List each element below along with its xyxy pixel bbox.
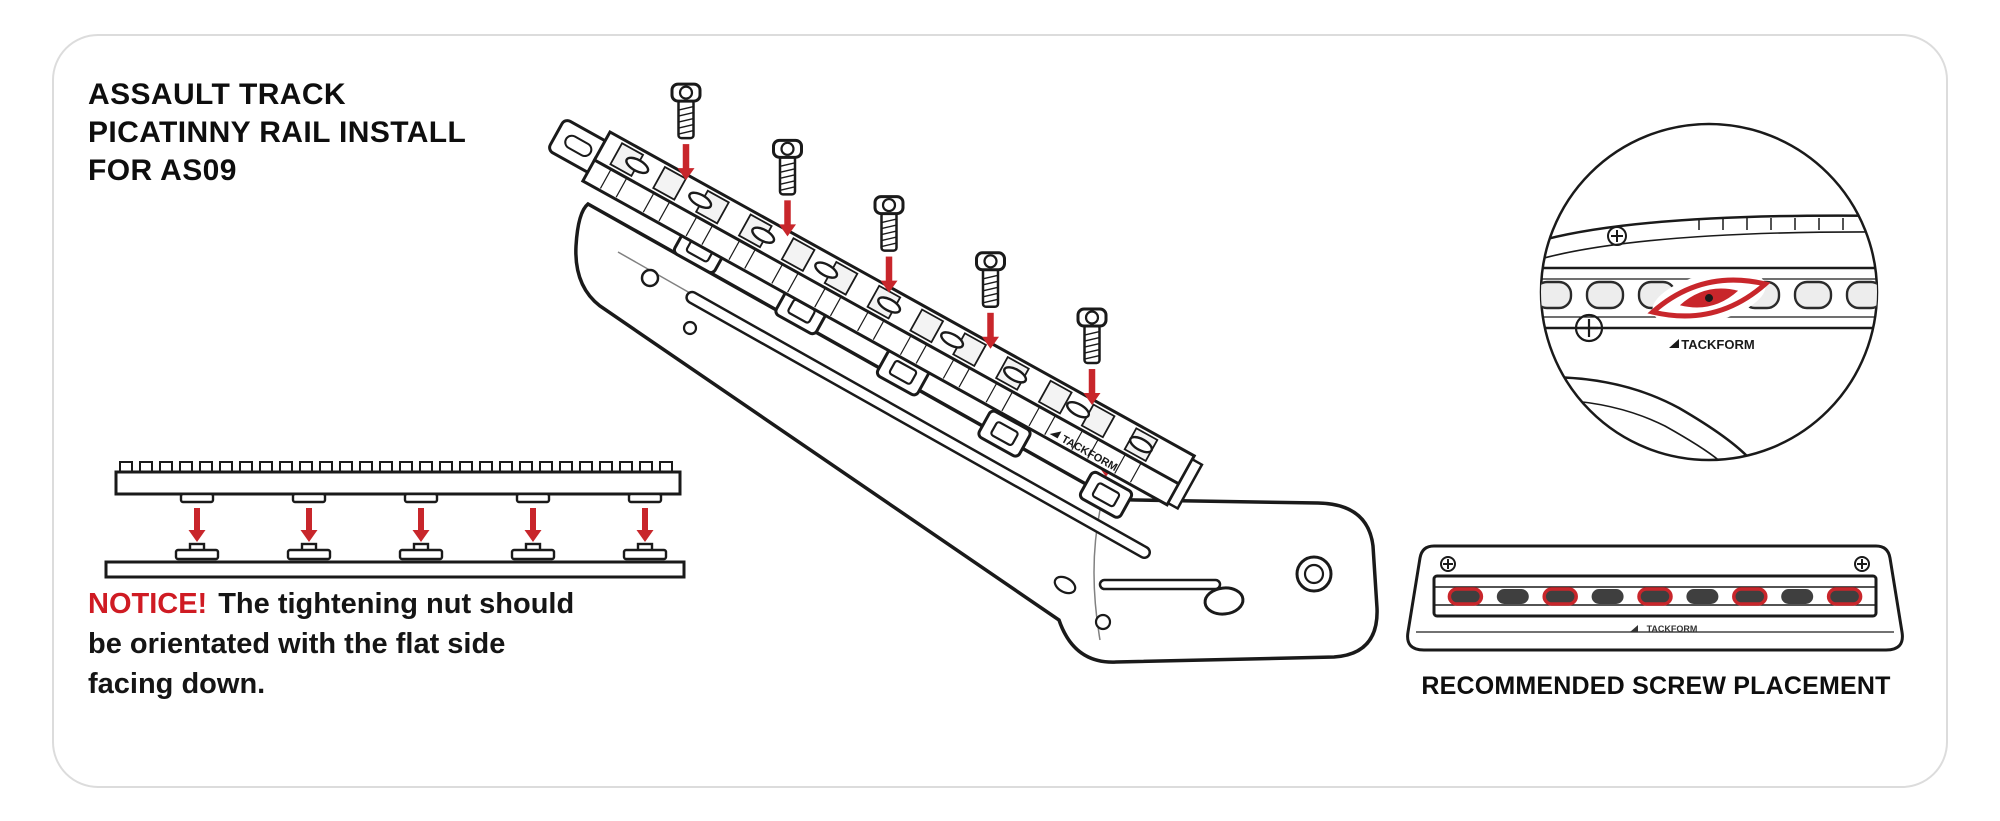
- notice-text: NOTICE! The tightening nut should be orie…: [88, 584, 574, 704]
- plate-groove: [685, 290, 1152, 560]
- side-view-illustration: [104, 461, 686, 579]
- rail-slot: [1591, 589, 1624, 604]
- notice-row-1: NOTICE! The tightening nut should: [88, 584, 574, 624]
- rail-screw-slot: [751, 226, 776, 244]
- rail-group: TACKFORM: [548, 119, 1204, 511]
- rail-screw-slot: [877, 296, 902, 314]
- plate-hole: [682, 320, 698, 336]
- detail-rail-slot: [1793, 280, 1833, 310]
- detail-screw-head: [1574, 313, 1604, 343]
- screw: [975, 251, 1006, 349]
- rail-logo-mark: [1049, 431, 1062, 439]
- exploded-view-illustration: TACKFORM: [548, 82, 1379, 664]
- rail-screw-slot: [1003, 366, 1028, 384]
- rail-screw-slot: [814, 261, 839, 279]
- side-fastener-sets: [174, 492, 668, 561]
- rail-end-cap: [1166, 457, 1204, 511]
- plate-hole: [1053, 575, 1077, 595]
- rail-slots: [625, 156, 1154, 454]
- red-down-arrowhead: [982, 336, 999, 349]
- front-logo-mark: [1630, 625, 1638, 632]
- recommended-slot: [1637, 587, 1673, 606]
- nut-drop-set: [174, 492, 220, 561]
- red-down-arrowhead: [300, 530, 318, 542]
- notice-label: NOTICE!: [88, 588, 208, 620]
- red-down-arrowhead: [1083, 393, 1101, 406]
- rail-screw-slot: [940, 331, 965, 349]
- nut-drop-set: [286, 492, 332, 561]
- red-down-arrowhead: [188, 530, 206, 542]
- detail-top-edge-inner: [1541, 231, 1877, 265]
- detail-rail-slot: [1585, 280, 1625, 310]
- rail-screw-slot: [1066, 400, 1091, 419]
- title-line-2: PICATINNY RAIL INSTALL: [88, 116, 467, 149]
- front-logo-text: TACKFORM: [1647, 624, 1698, 634]
- page-title: ASSAULT TRACK PICATINNY RAIL INSTALL FOR…: [88, 76, 466, 190]
- magnified-detail-view: TACKFORM: [1539, 122, 1879, 462]
- detail-content: TACKFORM: [1541, 214, 1877, 460]
- red-down-arrowhead: [524, 530, 542, 542]
- nut-drop-set: [510, 492, 556, 561]
- screw: [1076, 307, 1108, 406]
- plate-slot-short: [1098, 578, 1222, 591]
- screw: [772, 138, 803, 237]
- rail-screw-slot: [1128, 435, 1154, 454]
- detail-logo: [1647, 270, 1771, 326]
- recommended-slot: [1732, 587, 1768, 606]
- nut-drop-set: [398, 492, 444, 561]
- detail-top-edge: [1541, 214, 1877, 248]
- rail-slot: [1781, 589, 1814, 604]
- detail-logo-mark: [1669, 339, 1679, 348]
- rail-tongue-slot: [564, 134, 593, 158]
- red-down-arrowhead: [880, 280, 898, 293]
- red-down-arrowhead: [779, 224, 796, 237]
- screws-group: [670, 82, 1108, 406]
- front-view-caption: RECOMMENDED SCREW PLACEMENT: [1421, 672, 1891, 700]
- plate-hole: [1094, 613, 1112, 631]
- title-line-1: ASSAULT TRACK: [88, 78, 346, 111]
- front-corner-screw: [1440, 556, 1456, 572]
- detail-rail-slot: [1845, 280, 1877, 310]
- recommended-slot: [1826, 587, 1863, 606]
- rail-slot: [1496, 589, 1529, 604]
- nut-drop-set: [622, 492, 668, 561]
- recommended-slot: [1447, 587, 1484, 606]
- pad-slot: [1203, 586, 1245, 616]
- pad-hole-inner: [1303, 563, 1325, 585]
- bracket-plate-outline: [574, 201, 1379, 664]
- rail-screw-slot: [688, 191, 713, 210]
- rail-screw-slot: [625, 156, 650, 175]
- front-slot-row: [1447, 587, 1863, 606]
- side-rail-body: [114, 470, 682, 496]
- rail-slot: [1686, 589, 1719, 604]
- detail-rail-slot: [1541, 280, 1573, 310]
- title-line-3: FOR AS09: [88, 154, 237, 187]
- detail-screw-head: [1607, 226, 1627, 246]
- notice-body-2: be orientated with the flat side: [88, 628, 506, 660]
- front-corner-screw: [1854, 556, 1870, 572]
- detail-logo-text: TACKFORM: [1681, 337, 1754, 352]
- bracket-plate: [574, 201, 1379, 664]
- side-base-plate: [104, 560, 686, 579]
- red-down-arrowhead: [677, 168, 695, 181]
- screw: [873, 195, 905, 293]
- front-view-illustration: TACKFORM: [1406, 544, 1904, 652]
- red-down-arrowhead: [636, 530, 654, 542]
- red-down-arrowhead: [412, 530, 430, 542]
- notice-body-3: facing down.: [88, 668, 266, 700]
- notice-body-1: The tightening nut should: [218, 588, 575, 620]
- plate-hole: [640, 268, 660, 288]
- detail-lower-edge: [1541, 375, 1759, 460]
- recommended-slot: [1542, 587, 1578, 606]
- screw: [670, 82, 702, 181]
